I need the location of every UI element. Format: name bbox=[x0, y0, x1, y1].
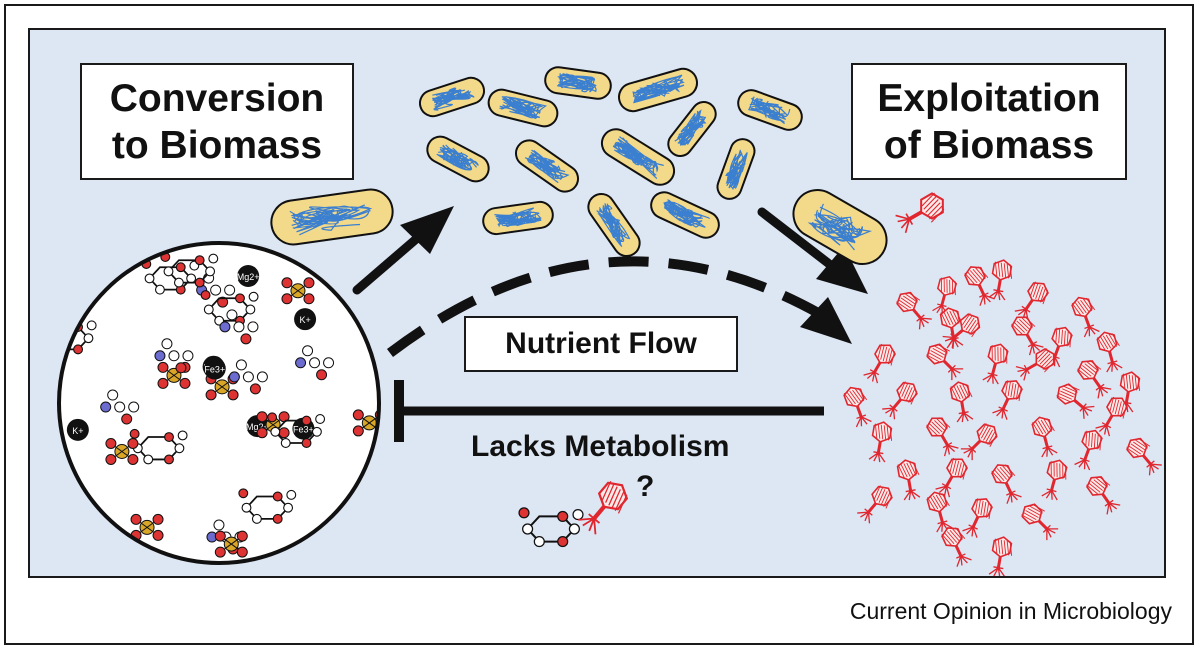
bacteriophage-icon bbox=[982, 343, 1009, 385]
lacks-metabolism-label: Lacks Metabolism bbox=[471, 430, 730, 463]
bacteriophage-icon bbox=[988, 259, 1013, 301]
conversion-label-line1: Conversion bbox=[109, 76, 325, 120]
phage-cloud bbox=[843, 192, 1162, 576]
bacteriophage-icon bbox=[926, 343, 964, 381]
bacteriophage-icon bbox=[949, 381, 974, 423]
bacteriophage-icon bbox=[962, 498, 993, 538]
bacteriophage-icon bbox=[1074, 429, 1103, 471]
bacterium-icon bbox=[650, 191, 720, 239]
svg-text:Fe3+: Fe3+ bbox=[293, 425, 314, 435]
bacteriophage-icon bbox=[942, 313, 981, 349]
nutrient-flow-arrow bbox=[386, 256, 823, 357]
bacterium-icon bbox=[618, 67, 698, 113]
bacteriophage-icon bbox=[926, 491, 953, 533]
bacteriophage-icon bbox=[1014, 281, 1049, 321]
bacteriophage-icon bbox=[896, 459, 921, 501]
nutrient-flow-label: Nutrient Flow bbox=[505, 327, 697, 360]
svg-text:K+: K+ bbox=[72, 426, 83, 436]
inhibition-arrow bbox=[394, 380, 824, 442]
glucose-icon bbox=[518, 507, 584, 548]
bacterium-icon bbox=[792, 189, 888, 265]
bacteriophage-icon bbox=[1126, 437, 1162, 476]
bacterium-icon bbox=[418, 76, 486, 118]
bacterium-icon bbox=[737, 89, 803, 131]
bacterium-icon bbox=[426, 135, 490, 183]
bacteriophage-icon bbox=[1031, 416, 1058, 458]
bacterium-icon bbox=[667, 101, 717, 157]
nutrient-flow-arrowhead bbox=[800, 297, 852, 344]
arrow-to-phages bbox=[757, 207, 868, 294]
svg-text:K+: K+ bbox=[299, 315, 310, 325]
bacterium-icon bbox=[600, 128, 676, 186]
bacteriophage-icon bbox=[578, 481, 629, 535]
svg-text:Mg2+: Mg2+ bbox=[246, 422, 269, 432]
exploitation-label-line2: of Biomass bbox=[883, 123, 1095, 167]
bacterium-icon bbox=[482, 200, 554, 236]
bacteriophage-icon bbox=[1071, 296, 1100, 338]
conversion-to-biomass-box: Conversion to Biomass bbox=[80, 63, 354, 180]
bacteriophage-icon bbox=[1021, 503, 1059, 541]
nutrient-flow-box: Nutrient Flow bbox=[464, 316, 738, 372]
bacteriophage-icon bbox=[1056, 383, 1095, 419]
journal-caption: Current Opinion in Microbiology bbox=[849, 598, 1172, 624]
bacterium-icon bbox=[716, 138, 756, 200]
bacteriophage-icon bbox=[991, 464, 1022, 504]
bacteriophage-icon bbox=[992, 380, 1023, 420]
bacteriophage-icon bbox=[843, 386, 872, 428]
bacteriophage-icon bbox=[932, 275, 958, 315]
nutrient-pool-icon: Fe3+K+Mg2+Fe3+K+Mg2+Fe3+K+ bbox=[57, 241, 381, 565]
bacterium-icon bbox=[544, 66, 612, 100]
bacteriophage-icon bbox=[1077, 359, 1112, 399]
exploitation-label-line1: Exploitation bbox=[877, 76, 1101, 120]
bacteriophage-icon bbox=[988, 536, 1013, 576]
exploitation-of-biomass-box: Exploitation of Biomass bbox=[851, 63, 1127, 180]
svg-text:Mg2+: Mg2+ bbox=[237, 272, 260, 282]
bacterium-icon bbox=[270, 188, 394, 246]
bacteriophage-icon bbox=[895, 192, 945, 233]
bacteriophage-icon bbox=[857, 485, 893, 524]
bacteriophage-icon bbox=[1096, 331, 1123, 373]
bacteriophage-icon bbox=[1015, 348, 1055, 381]
bacteriophage-icon bbox=[941, 527, 972, 567]
bacteriophage-icon bbox=[964, 266, 995, 306]
arrow-to-bacteria bbox=[352, 206, 454, 295]
bacteriophage-icon bbox=[896, 291, 932, 330]
bacteria-group bbox=[270, 66, 888, 265]
conversion-label-line2: to Biomass bbox=[111, 123, 323, 167]
bacteriophage-icon bbox=[1041, 459, 1068, 501]
bacteriophage-icon bbox=[868, 421, 893, 463]
bacteriophage-icon bbox=[1086, 475, 1121, 515]
bacteriophage-icon bbox=[935, 457, 968, 498]
bacteriophage-icon bbox=[578, 481, 629, 535]
question-mark: ? bbox=[636, 470, 655, 503]
svg-text:Fe3+: Fe3+ bbox=[204, 365, 225, 375]
bacteriophage-icon bbox=[926, 417, 959, 457]
bacteriophage-icon bbox=[960, 423, 998, 461]
bacterium-icon bbox=[487, 88, 559, 128]
bacteriophage-icon bbox=[1095, 396, 1128, 437]
bacteriophage-icon bbox=[1011, 316, 1044, 356]
bacteriophage-icon bbox=[863, 343, 896, 384]
bacteriophage-icon bbox=[882, 381, 918, 420]
diagram-panel: Fe3+K+Mg2+Fe3+K+Mg2+Fe3+K+ bbox=[28, 28, 1166, 578]
bacterium-icon bbox=[587, 192, 641, 258]
bacterium-icon bbox=[514, 139, 580, 193]
